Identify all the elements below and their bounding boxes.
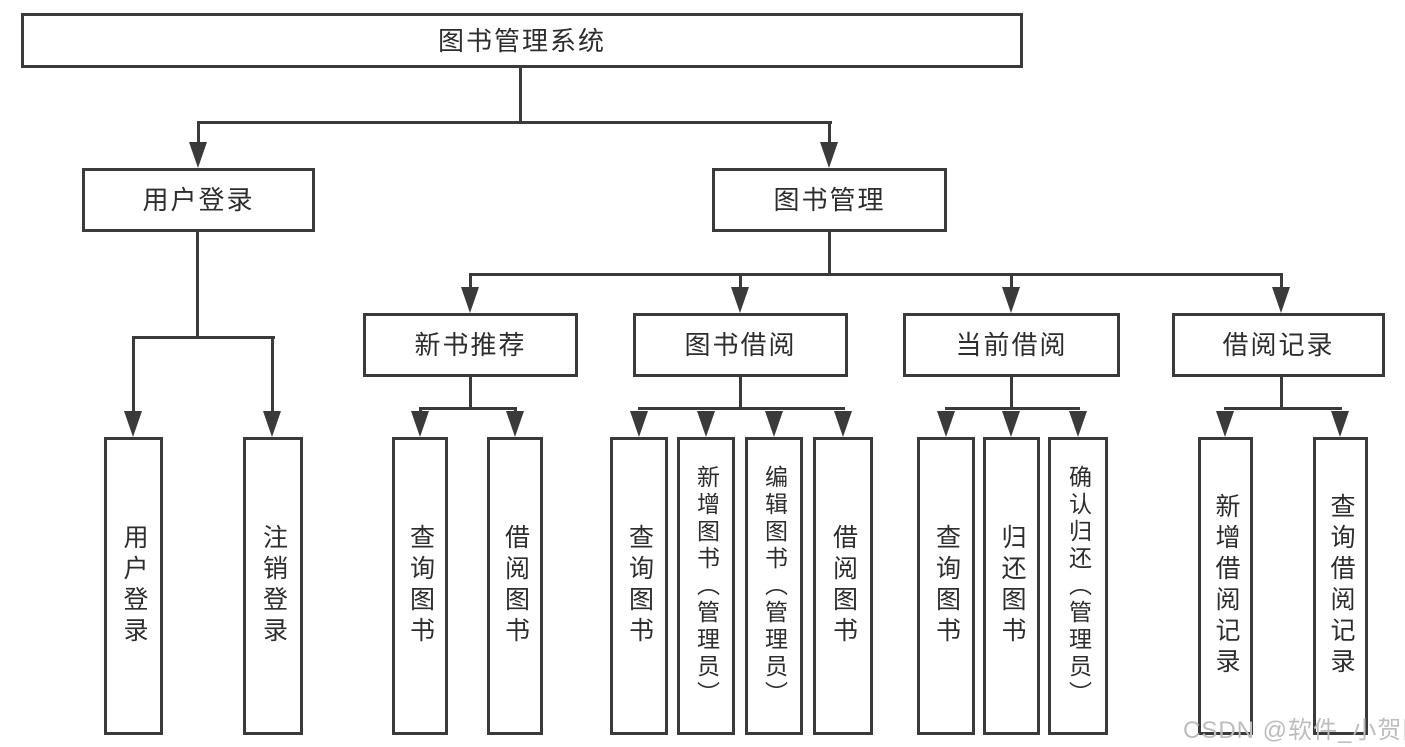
connector-root-drop [519, 68, 522, 121]
connector-l3-drop-4 [1280, 273, 1283, 293]
connector-br-drop [1280, 377, 1283, 410]
leaf-return-books-label: 归还图书 [998, 524, 1026, 648]
leaf-query-books-recommend-label: 查询图书 [406, 524, 435, 648]
connector-root-bar [197, 121, 832, 124]
connector-cb-drop [1010, 377, 1013, 410]
leaf-borrow-books: 借阅图书 [813, 437, 873, 735]
arrow-to-cb-confirm [1069, 411, 1087, 437]
connector-userlogin-leaf1-drop [132, 336, 135, 417]
arrow-to-current-borrow [1002, 287, 1020, 313]
leaf-query-books-borrow: 查询图书 [610, 437, 668, 735]
arrow-to-cb-query [937, 411, 955, 437]
connector-l3-drop-2 [739, 273, 742, 293]
leaf-query-books-recommend: 查询图书 [392, 437, 448, 735]
arrow-to-borrow-record [1272, 287, 1290, 313]
leaf-confirm-return-admin-label: 确认归还（管理员） [1065, 464, 1092, 708]
leaf-query-books-borrow-label: 查询图书 [625, 524, 654, 648]
connector-userlogin-leaf2-drop [271, 336, 274, 417]
connector-bb-drop [739, 377, 742, 410]
connector-cb-bar [945, 407, 1080, 410]
leaf-borrow-books-recommend: 借阅图书 [487, 437, 543, 735]
connector-l3-drop-1 [469, 273, 472, 293]
arrow-to-br-query [1331, 411, 1349, 437]
leaf-borrow-books-label: 借阅图书 [829, 524, 858, 648]
arrow-to-bb-edit [765, 411, 783, 437]
leaf-return-books: 归还图书 [983, 437, 1040, 735]
node-current-borrow: 当前借阅 [903, 313, 1120, 377]
arrow-to-book-management [820, 142, 838, 168]
leaf-user-login: 用户登录 [104, 437, 163, 735]
node-borrow-record: 借阅记录 [1172, 313, 1385, 377]
arrow-to-bb-borrow [834, 411, 852, 437]
node-new-book-recommend: 新书推荐 [363, 313, 578, 377]
leaf-borrow-books-recommend-label: 借阅图书 [501, 524, 530, 648]
leaf-edit-books-admin-label: 编辑图书（管理员） [761, 464, 788, 708]
leaf-add-books-admin-label: 新增图书（管理员） [693, 464, 720, 708]
connector-bookmgmt-drop [828, 232, 831, 276]
arrow-to-leaf-user-login [124, 411, 142, 437]
leaf-user-login-label: 用户登录 [120, 524, 148, 648]
leaf-query-borrow-record-label: 查询借阅记录 [1327, 493, 1355, 679]
arrow-to-cb-return [1002, 411, 1020, 437]
leaf-edit-books-admin: 编辑图书（管理员） [745, 437, 803, 735]
leaf-add-borrow-record: 新增借阅记录 [1198, 437, 1253, 735]
node-book-management: 图书管理 [712, 168, 947, 232]
arrow-to-bb-add [697, 411, 715, 437]
connector-userlogin-drop [196, 232, 199, 339]
connector-nb-bar [419, 407, 517, 410]
leaf-add-borrow-record-label: 新增借阅记录 [1212, 493, 1240, 679]
connector-bookmgmt-bar [469, 273, 1283, 276]
connector-bb-bar [638, 407, 845, 410]
leaf-query-books-current-label: 查询图书 [932, 524, 961, 648]
arrow-to-bb-query [630, 411, 648, 437]
connector-nb-drop [469, 377, 472, 410]
leaf-add-books-admin: 新增图书（管理员） [677, 437, 735, 735]
leaf-query-books-current: 查询图书 [917, 437, 975, 735]
node-book-borrow: 图书借阅 [633, 313, 848, 377]
arrow-to-leaf-logout [263, 411, 281, 437]
arrow-to-nb-query [411, 411, 429, 437]
watermark: CSDN @软件_小贺同学 [1183, 717, 1405, 744]
connector-l3-drop-3 [1010, 273, 1013, 293]
arrow-to-br-add [1216, 411, 1234, 437]
node-library-system: 图书管理系统 [21, 13, 1023, 68]
leaf-logout-login: 注销登录 [243, 437, 303, 735]
leaf-logout-login-label: 注销登录 [259, 524, 288, 648]
node-user-login: 用户登录 [82, 168, 315, 232]
arrow-to-nb-borrow [506, 411, 524, 437]
connector-root-right-drop [828, 121, 831, 147]
leaf-query-borrow-record: 查询借阅记录 [1313, 437, 1368, 735]
connector-br-bar [1224, 407, 1342, 410]
leaf-confirm-return-admin: 确认归还（管理员） [1048, 437, 1108, 735]
arrow-to-book-borrow [731, 287, 749, 313]
connector-userlogin-bar [132, 336, 275, 339]
arrow-to-user-login [189, 142, 207, 168]
connector-root-left-drop [197, 121, 200, 147]
arrow-to-new-book-recommend [461, 287, 479, 313]
